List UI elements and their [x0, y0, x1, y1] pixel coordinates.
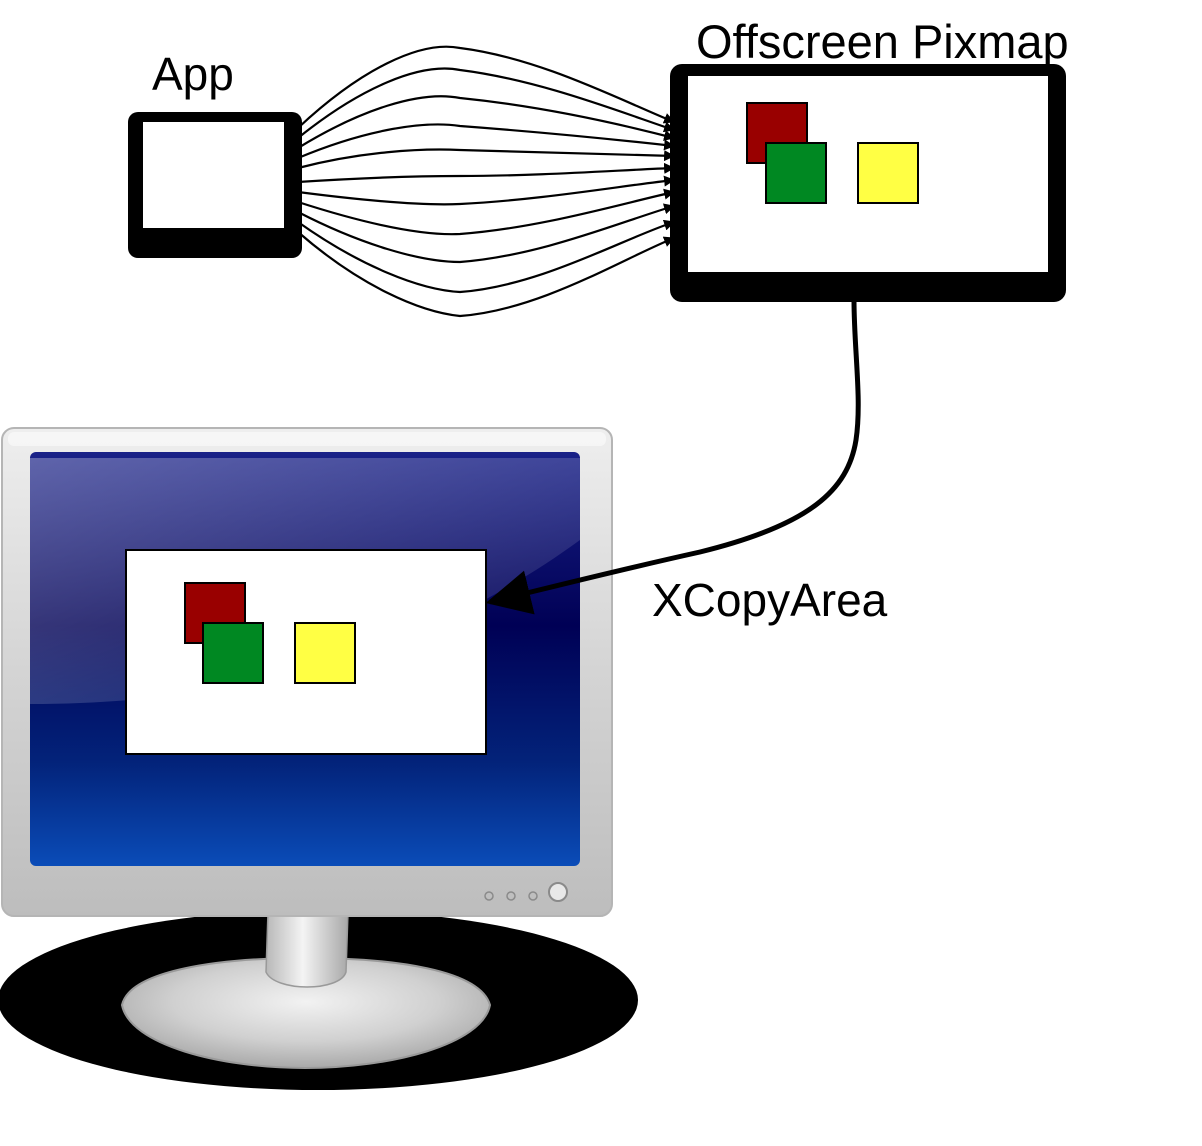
- draw-call-line: [297, 45, 676, 129]
- screen-green-square: [202, 622, 264, 684]
- draw-call-line: [297, 67, 676, 139]
- monitor-button: [528, 891, 538, 901]
- monitor: [0, 427, 638, 1090]
- monitor-buttons: [484, 882, 568, 902]
- draw-call-line: [297, 123, 676, 160]
- pixmap-node: [670, 64, 1066, 302]
- draw-calls-fan: [297, 45, 676, 318]
- monitor-base: [120, 956, 492, 1070]
- draw-call-line: [297, 203, 676, 264]
- draw-call-line: [297, 95, 676, 149]
- copy-call-label: XCopyArea: [652, 574, 888, 626]
- draw-call-line: [297, 175, 676, 206]
- power-button: [548, 882, 568, 902]
- copy-arrow: [485, 299, 861, 615]
- draw-call-line: [297, 148, 676, 170]
- draw-call-line: [297, 231, 676, 318]
- draw-call-line: [297, 162, 676, 184]
- app-label: App: [152, 48, 234, 100]
- monitor-button: [484, 891, 494, 901]
- app-node: [128, 112, 302, 258]
- pixmap-yellow-square: [857, 142, 919, 204]
- screen-yellow-square: [294, 622, 356, 684]
- draw-call-line: [297, 188, 676, 236]
- pixmap-label: Offscreen Pixmap: [696, 15, 1069, 68]
- monitor-neck: [265, 911, 349, 988]
- draw-call-line: [297, 219, 676, 294]
- pixmap-green-square: [765, 142, 827, 204]
- screen-window: [125, 549, 487, 755]
- monitor-button: [506, 891, 516, 901]
